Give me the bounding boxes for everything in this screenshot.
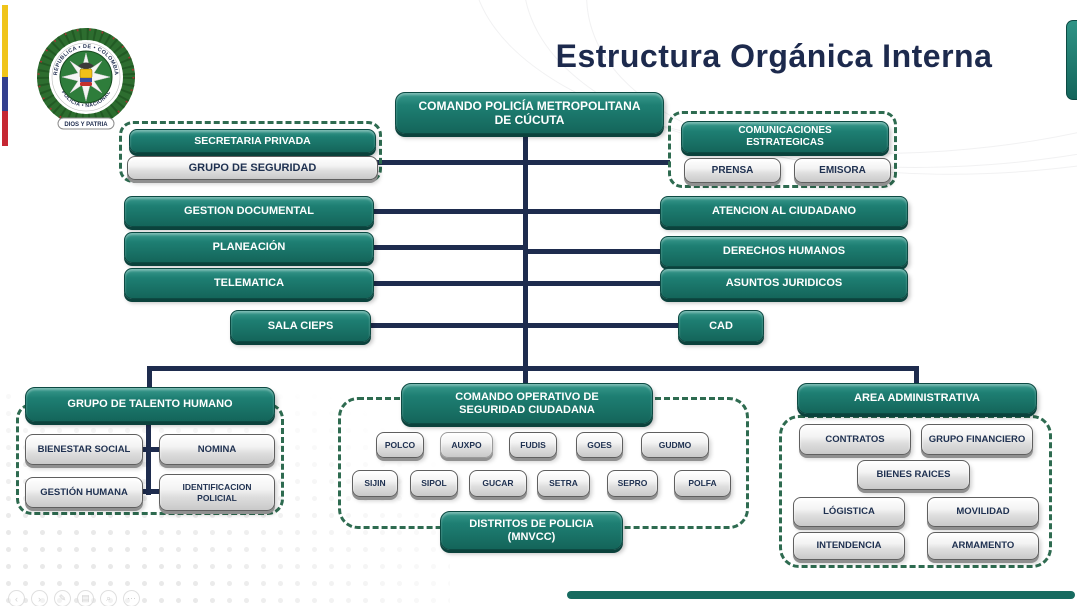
group-talento-humano: GRUPO DE TALENTO HUMANO BIENESTAR SOCIAL… xyxy=(16,387,284,515)
node-secretaria-privada: SECRETARIA PRIVADA xyxy=(129,129,376,153)
crest-banner-text: DIOS Y PATRIA xyxy=(64,122,108,128)
node-sipol: SIPOL xyxy=(410,470,458,497)
node-area-administrativa: AREA ADMINISTRATIVA xyxy=(797,383,1037,414)
connector-left-2 xyxy=(370,245,525,250)
group-comunicaciones-estrategicas: COMUNICACIONES ESTRATEGICAS PRENSA EMISO… xyxy=(668,111,897,188)
node-comunicaciones-estrategicas: COMUNICACIONES ESTRATEGICAS xyxy=(681,121,889,153)
bottom-accent-bar xyxy=(567,591,1075,599)
node-atencion-al-ciudadano: ATENCION AL CIUDADANO xyxy=(660,196,908,227)
node-planeacion: PLANEACIÓN xyxy=(124,232,374,263)
page-title: Estructura Orgánica Interna xyxy=(555,38,993,74)
node-fudis: FUDIS xyxy=(509,432,557,458)
node-intendencia: INTENDENCIA xyxy=(793,532,905,560)
right-edge-tab-decor xyxy=(1066,20,1077,100)
node-sepro: SEPRO xyxy=(607,470,658,497)
node-cad: CAD xyxy=(678,310,764,342)
zoom-icon[interactable]: ⌕ xyxy=(100,590,117,606)
connector-right-3 xyxy=(526,281,662,286)
node-label-line: SEGURIDAD CIUDADANA xyxy=(459,403,595,416)
node-grupo-financiero: GRUPO FINANCIERO xyxy=(921,424,1033,455)
connector-talento-vertical xyxy=(146,421,151,495)
connector-drop-right xyxy=(914,369,919,386)
connector-drop-left xyxy=(147,369,152,390)
group-comando-operativo: COMANDO OPERATIVO DE SEGURIDAD CIUDADANA… xyxy=(338,383,749,550)
pen-icon[interactable]: ✎ xyxy=(54,590,71,606)
connector-right-4 xyxy=(526,323,680,328)
connector-left-1 xyxy=(370,209,525,214)
group-area-administrativa: AREA ADMINISTRATIVA CONTRATOS GRUPO FINA… xyxy=(779,383,1052,568)
node-sijin: SIJIN xyxy=(352,470,398,497)
node-auxpo: AUXPO xyxy=(440,432,493,458)
node-contratos: CONTRATOS xyxy=(799,424,911,455)
node-grupo-talento-humano: GRUPO DE TALENTO HUMANO xyxy=(25,387,275,422)
flag-stripe-red xyxy=(2,111,8,146)
node-bienes-raices: BIENES RAICES xyxy=(857,460,970,490)
node-gudmo: GUDMO xyxy=(641,432,709,458)
node-telematica: TELEMATICA xyxy=(124,268,374,299)
connector-talento-h1 xyxy=(141,447,161,452)
node-logistica: LÓGISTICA xyxy=(793,497,905,527)
node-gestion-humana: GESTIÓN HUMANA xyxy=(25,477,143,508)
connector-right-1 xyxy=(526,209,662,214)
crest-shield xyxy=(79,68,93,86)
node-goes: GOES xyxy=(576,432,623,458)
node-movilidad: MOVILIDAD xyxy=(927,497,1039,527)
node-identificacion-policial: IDENTIFICACION POLICIAL xyxy=(159,474,275,511)
node-nomina: NOMINA xyxy=(159,434,275,465)
connector-spine xyxy=(523,132,528,371)
connector-drop-mid xyxy=(523,369,528,386)
grid-icon[interactable]: ▤ xyxy=(77,590,94,606)
police-crest-svg: REPUBLICA • DE • COLOMBIA POLICIA • NACI… xyxy=(37,28,135,130)
node-derechos-humanos: DERECHOS HUMANOS xyxy=(660,236,908,267)
node-label-line: COMANDO OPERATIVO DE xyxy=(455,390,599,403)
node-setra: SETRA xyxy=(537,470,590,497)
connector-right-2 xyxy=(526,249,662,254)
node-distritos-de-policia: DISTRITOS DE POLICIA (MNVCC) xyxy=(440,511,623,550)
connector-left-3 xyxy=(370,281,525,286)
police-crest-logo: REPUBLICA • DE • COLOMBIA POLICIA • NACI… xyxy=(36,27,136,138)
group-secretaria-privada: SECRETARIA PRIVADA GRUPO DE SEGURIDAD xyxy=(119,121,382,183)
node-sala-cieps: SALA CIEPS xyxy=(230,310,371,342)
slideshow-toolbar: ‹ › ✎ ▤ ⌕ ⋯ xyxy=(8,590,140,606)
back-icon[interactable]: ‹ xyxy=(8,590,25,606)
node-emisora: EMISORA xyxy=(794,158,891,183)
node-polfa: POLFA xyxy=(674,470,731,497)
more-icon[interactable]: ⋯ xyxy=(123,590,140,606)
node-label-line: COMUNICACIONES xyxy=(738,125,832,137)
node-label-line: DISTRITOS DE POLICIA xyxy=(469,517,594,530)
flag-stripe-yellow xyxy=(2,5,8,77)
node-label-line: DE CÚCUTA xyxy=(494,113,565,127)
node-comando-operativo: COMANDO OPERATIVO DE SEGURIDAD CIUDADANA xyxy=(401,383,653,424)
forward-icon[interactable]: › xyxy=(31,590,48,606)
node-gestion-documental: GESTION DOCUMENTAL xyxy=(124,196,374,227)
node-prensa: PRENSA xyxy=(684,158,781,183)
node-asuntos-juridicos: ASUNTOS JURIDICOS xyxy=(660,268,908,299)
node-polco: POLCO xyxy=(376,432,424,458)
node-armamento: ARMAMENTO xyxy=(927,532,1039,560)
connector-distribution xyxy=(147,366,919,371)
connector-talento-h2 xyxy=(141,489,161,494)
flag-stripe-blue xyxy=(2,77,8,111)
connector-left-4 xyxy=(366,323,525,328)
node-label-line: ESTRATEGICAS xyxy=(746,137,824,148)
node-label-line: COMANDO POLICÍA METROPOLITANA xyxy=(418,98,641,113)
node-gucar: GUCAR xyxy=(469,470,527,497)
node-grupo-de-seguridad: GRUPO DE SEGURIDAD xyxy=(127,156,378,180)
node-label-line: (MNVCC) xyxy=(507,530,556,543)
connector-cross-top xyxy=(376,160,670,165)
node-comando-policia-metropolitana: COMANDO POLICÍA METROPOLITANA DE CÚCUTA xyxy=(395,92,664,134)
node-bienestar-social: BIENESTAR SOCIAL xyxy=(25,434,143,465)
